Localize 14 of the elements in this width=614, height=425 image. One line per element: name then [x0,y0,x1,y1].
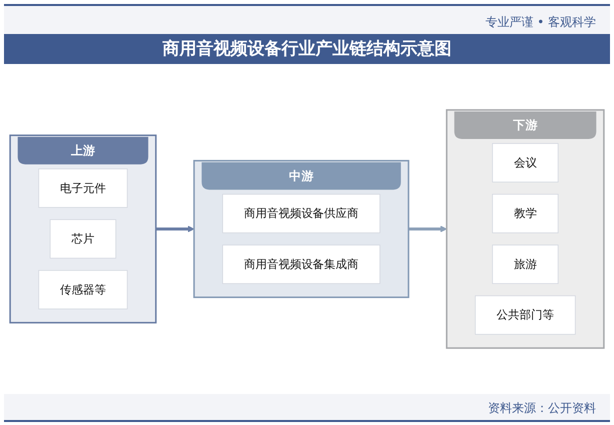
node-box: 传感器等 [38,270,128,310]
node-box: 电子元件 [38,168,128,208]
arrow [408,226,447,232]
node-box: 会议 [492,143,558,182]
node-box: 商用音视频设备集成商 [222,244,380,284]
node-box: 旅游 [492,244,558,284]
node-box: 教学 [492,194,558,234]
node-box: 公共部门等 [474,295,576,335]
node-box: 芯片 [50,219,116,259]
node-box: 商用音视频设备供应商 [222,194,380,234]
arrow [156,226,194,232]
title: 商用音视频设备行业产业链结构示意图 [4,34,610,64]
slogan-text: 专业严谨 • 客观科学 [485,14,596,31]
source-note: 资料来源：公开资料 [488,400,596,417]
